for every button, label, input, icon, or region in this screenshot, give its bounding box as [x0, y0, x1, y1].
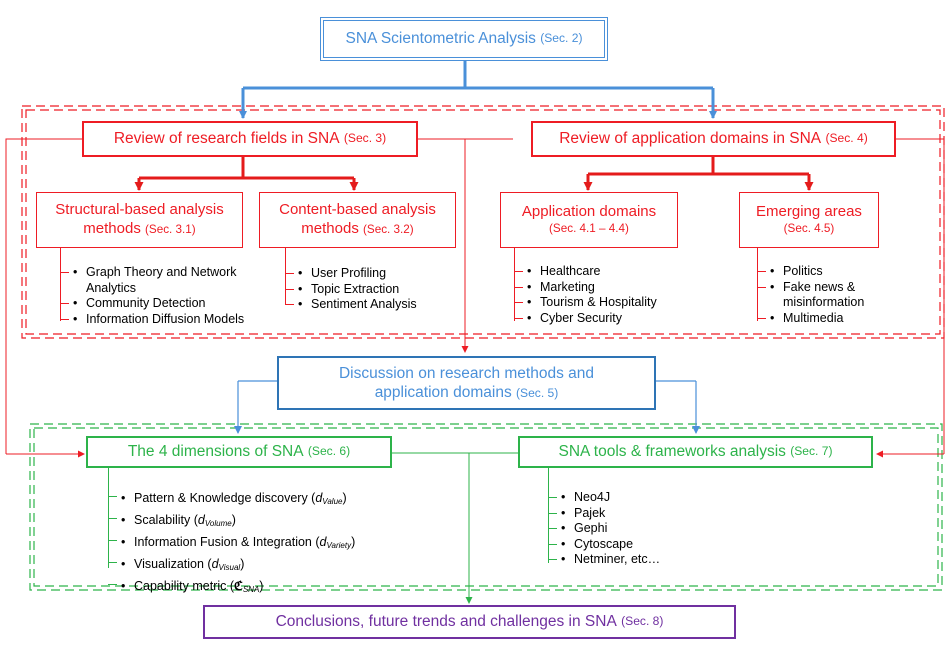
- scientometric-sec: (Sec. 2): [540, 31, 583, 46]
- list-item: Gephi: [548, 521, 728, 537]
- discussion-title-line1: Discussion on research methods and: [338, 364, 595, 382]
- dimensions-sec: (Sec. 6): [307, 444, 351, 459]
- appdomains-title: Application domains: [521, 203, 657, 221]
- list-item: Cytoscape: [548, 537, 728, 553]
- content-methods-box: Content-based analysis methods (Sec. 3.2…: [259, 192, 456, 248]
- dimensions-title: The 4 dimensions of SNA: [127, 443, 304, 461]
- list-item: Community Detection: [60, 296, 260, 312]
- research-fields-box: Review of research fields in SNA (Sec. 3…: [82, 121, 418, 157]
- content-title-line2: methods: [301, 220, 359, 237]
- list-item: Topic Extraction: [285, 282, 465, 298]
- emerging-items-list: Politics Fake news & misinformation Mult…: [757, 264, 885, 326]
- list-item: Netminer, etc…: [548, 552, 728, 568]
- application-domains-box: Application domains (Sec. 4.1 – 4.4): [500, 192, 678, 248]
- tools-title: SNA tools & frameworks analysis: [558, 443, 786, 461]
- structural-sec: (Sec. 3.1): [145, 223, 196, 236]
- application-review-title: Review of application domains in SNA: [559, 130, 822, 148]
- list-item: Pattern & Knowledge discovery (dValue): [108, 489, 408, 511]
- list-item: Marketing: [514, 280, 694, 296]
- scientometric-title: SNA Scientometric Analysis: [345, 30, 536, 48]
- application-domains-review-box: Review of application domains in SNA (Se…: [531, 121, 896, 157]
- list-item: Information Fusion & Integration (dVarie…: [108, 533, 408, 555]
- list-item: Healthcare: [514, 264, 694, 280]
- list-item: Graph Theory and Network Analytics: [60, 265, 260, 296]
- structural-items-list: Graph Theory and Network Analytics Commu…: [60, 265, 260, 327]
- research-fields-title: Review of research fields in SNA: [113, 130, 340, 148]
- application-review-sec: (Sec. 4): [825, 131, 868, 146]
- tools-sec: (Sec. 7): [790, 444, 833, 459]
- structural-title-line1: Structural-based analysis: [55, 201, 224, 219]
- list-item: Scalability (dVolume): [108, 511, 408, 533]
- tools-items-list: Neo4J Pajek Gephi Cytoscape Netminer, et…: [548, 490, 728, 568]
- list-item: Sentiment Analysis: [285, 297, 465, 313]
- list-item: Politics: [757, 264, 885, 280]
- list-item: Fake news & misinformation: [757, 280, 885, 311]
- structural-methods-box: Structural-based analysis methods (Sec. …: [36, 192, 243, 248]
- list-item: Cyber Security: [514, 311, 694, 327]
- emerging-sec: (Sec. 4.5): [783, 222, 835, 236]
- appdomains-items-list: Healthcare Marketing Tourism & Hospitali…: [514, 264, 694, 326]
- list-item: Pajek: [548, 506, 728, 522]
- discussion-sec: (Sec. 5): [516, 386, 559, 400]
- discussion-title-line2: application domains: [374, 384, 512, 401]
- list-item: Tourism & Hospitality: [514, 295, 694, 311]
- content-sec: (Sec. 3.2): [363, 223, 414, 236]
- analysis-group-frame: [29, 423, 943, 591]
- content-title-line1: Content-based analysis: [279, 201, 436, 219]
- content-items-list: User Profiling Topic Extraction Sentimen…: [285, 266, 465, 313]
- list-item: Multimedia: [757, 311, 885, 327]
- discussion-box: Discussion on research methods and appli…: [277, 356, 656, 410]
- scientometric-analysis-box: SNA Scientometric Analysis (Sec. 2): [320, 17, 608, 61]
- conclusions-sec: (Sec. 8): [621, 614, 664, 629]
- list-item: Visualization (dVisual): [108, 555, 408, 577]
- list-item: Neo4J: [548, 490, 728, 506]
- appdomains-sec: (Sec. 4.1 – 4.4): [549, 222, 629, 236]
- list-item: Information Diffusion Models: [60, 312, 260, 328]
- tools-box: SNA tools & frameworks analysis (Sec. 7): [518, 436, 873, 468]
- conclusions-box: Conclusions, future trends and challenge…: [203, 605, 736, 639]
- dimensions-items-list: Pattern & Knowledge discovery (dValue) S…: [108, 489, 408, 599]
- list-item: User Profiling: [285, 266, 465, 282]
- dimensions-box: The 4 dimensions of SNA (Sec. 6): [86, 436, 392, 468]
- emerging-areas-box: Emerging areas (Sec. 4.5): [739, 192, 879, 248]
- emerging-title: Emerging areas: [756, 203, 862, 221]
- research-fields-sec: (Sec. 3): [343, 131, 387, 146]
- conclusions-title: Conclusions, future trends and challenge…: [275, 613, 617, 631]
- list-item: Capability metric (ℭSNA): [108, 577, 408, 599]
- structural-title-line2: methods: [83, 220, 141, 237]
